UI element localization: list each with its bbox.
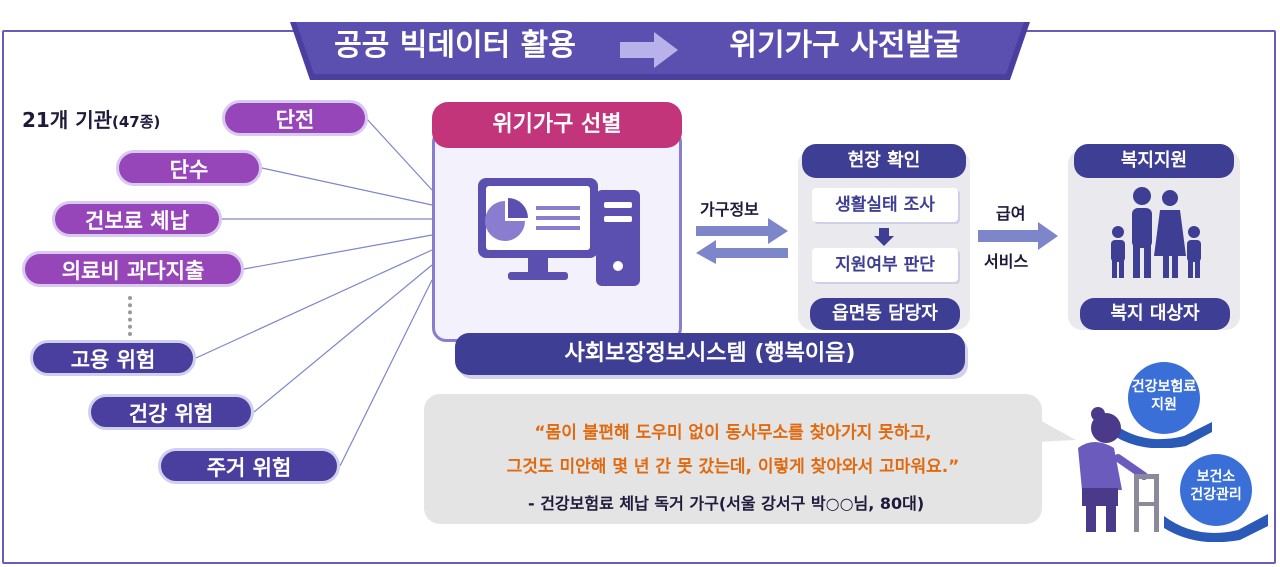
step-decision: 지원여부 판단 bbox=[812, 248, 958, 282]
arrow-down-icon bbox=[874, 228, 894, 246]
header-banner: 공공 빅데이터 활용 위기가구 사전발굴 bbox=[290, 8, 1030, 80]
connector-line bbox=[195, 249, 433, 359]
arrow-right-icon bbox=[978, 222, 1058, 250]
agency-count-label: 21개 기관 bbox=[22, 108, 112, 132]
welfare-footer: 복지 대상자 bbox=[1080, 298, 1230, 330]
system-title: 위기가구 선별 bbox=[432, 102, 682, 148]
arrow-right-icon bbox=[620, 32, 678, 68]
agency-item-water-cut: 단수 bbox=[116, 150, 262, 186]
quote-source: - 건강보험료 체납 독거 가구(서울 강서구 박○○님, 80대) bbox=[528, 494, 925, 513]
service-label: 서비스 bbox=[984, 252, 1029, 271]
bidirectional-arrow-icon bbox=[696, 218, 788, 264]
connector-line bbox=[243, 234, 433, 270]
connector-line bbox=[253, 264, 433, 413]
hand-icon bbox=[1114, 362, 1212, 448]
agency-item-health-risk: 건강 위험 bbox=[88, 394, 254, 430]
step-survey: 생활실태 조사 bbox=[812, 188, 958, 222]
site-check-footer: 읍면동 담당자 bbox=[810, 298, 960, 330]
agency-item-employment-risk: 고용 위험 bbox=[30, 340, 196, 376]
badge-line: 지원 bbox=[1151, 397, 1177, 413]
agency-count-detail: (47종) bbox=[112, 113, 161, 131]
health-care-support-badge: 보건소 건강관리 bbox=[1168, 468, 1264, 504]
quote-line-2: 그것도 미안해 몇 년 간 못 갔는데, 이렇게 찾아와서 고마워요.” bbox=[506, 457, 960, 477]
badge-line: 건강보험료 bbox=[1131, 379, 1197, 395]
badge-line: 보건소 bbox=[1196, 469, 1236, 485]
agency-count: 21개 기관(47종) bbox=[22, 104, 160, 133]
household-info-label: 가구정보 bbox=[700, 200, 759, 219]
ellipsis-dots bbox=[128, 296, 136, 336]
benefit-label: 급여 bbox=[996, 204, 1026, 223]
site-check-title: 현장 확인 bbox=[802, 144, 966, 178]
elderly-person-icon bbox=[1078, 407, 1159, 532]
hand-icon bbox=[1164, 454, 1268, 542]
connector-line bbox=[339, 279, 433, 467]
connector-line bbox=[365, 117, 433, 191]
banner-left-text: 공공 빅데이터 활용 bbox=[334, 28, 576, 63]
computer-icon bbox=[478, 178, 640, 286]
agency-item-housing-risk: 주거 위험 bbox=[158, 448, 340, 484]
welfare-title: 복지지원 bbox=[1074, 144, 1234, 178]
quote-line-1: “몸이 불편해 도우미 없이 동사무소를 찾아가지 못하고, bbox=[534, 423, 932, 443]
badge-line: 건강관리 bbox=[1190, 487, 1242, 503]
connector-line bbox=[261, 167, 433, 206]
agency-item-medical-expense: 의료비 과다지출 bbox=[22, 251, 244, 287]
banner-right-text: 위기가구 사전발굴 bbox=[729, 28, 961, 63]
health-insurance-support-badge: 건강보험료 지원 bbox=[1116, 378, 1212, 414]
quote-panel bbox=[424, 394, 1042, 524]
agency-item-insurance-arrears: 건보료 체납 bbox=[52, 201, 222, 237]
family-icon bbox=[1111, 187, 1201, 278]
system-name: 사회보장정보시스템 (행복이음) bbox=[455, 333, 965, 375]
agency-item-power-cut: 단전 bbox=[222, 100, 368, 136]
speech-tail bbox=[1036, 418, 1076, 442]
